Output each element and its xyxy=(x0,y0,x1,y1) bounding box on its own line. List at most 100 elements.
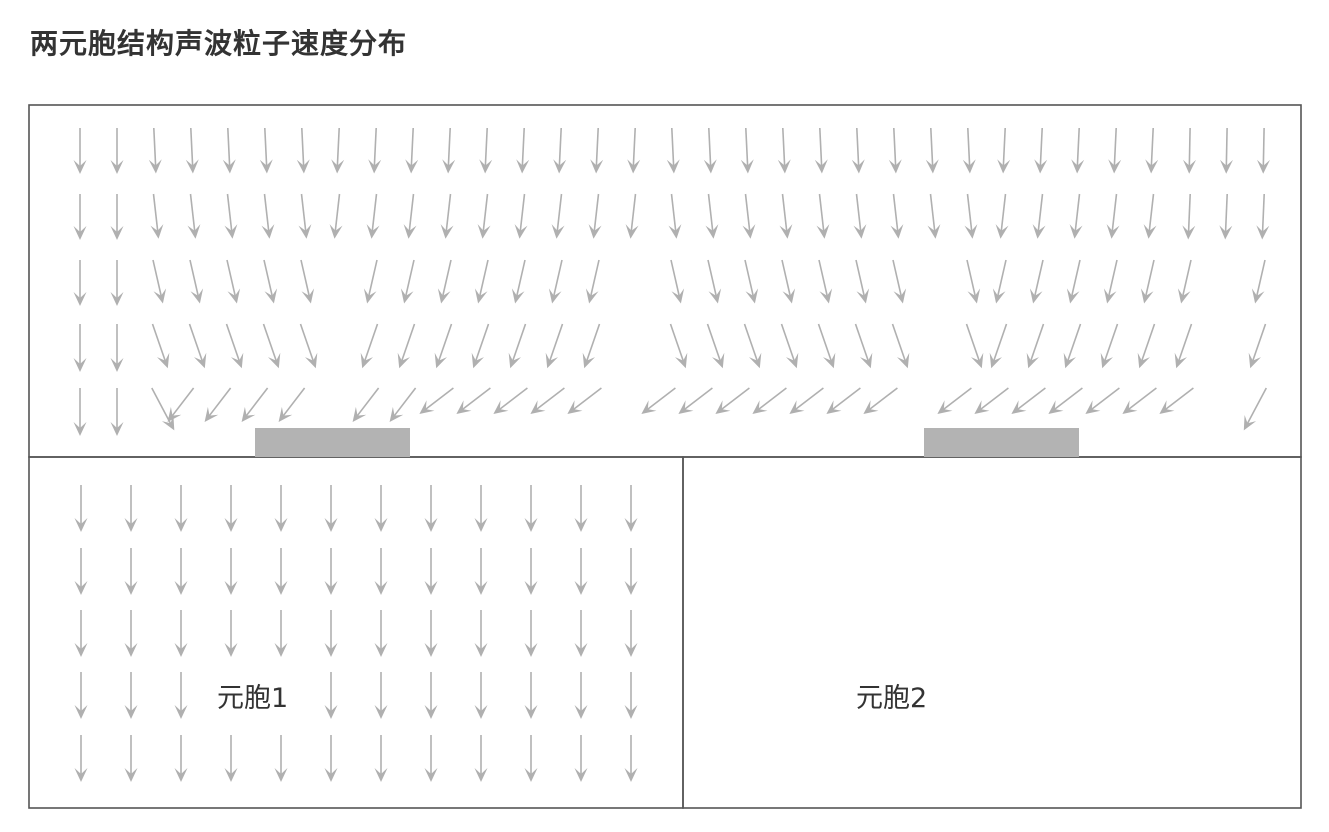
velocity-arrow xyxy=(274,548,288,595)
velocity-arrow xyxy=(1103,259,1118,304)
velocity-arrow xyxy=(1122,387,1157,414)
velocity-arrow xyxy=(352,387,380,422)
velocity-arrow xyxy=(493,387,528,414)
velocity-arrow xyxy=(715,387,750,414)
velocity-arrow xyxy=(1106,193,1120,239)
velocity-arrow xyxy=(374,548,388,595)
velocity-arrow xyxy=(366,193,380,239)
velocity-arrow xyxy=(74,548,88,595)
velocity-arrow xyxy=(224,548,238,595)
velocity-arrow xyxy=(324,610,338,657)
velocity-arrow xyxy=(174,548,188,595)
velocity-arrow xyxy=(204,387,232,422)
velocity-arrow xyxy=(419,387,454,414)
velocity-arrow xyxy=(1251,259,1266,304)
cell2-region xyxy=(682,456,1302,809)
velocity-arrow xyxy=(1071,127,1085,174)
velocity-arrow xyxy=(585,259,600,304)
velocity-arrow xyxy=(1183,127,1196,174)
velocity-arrow xyxy=(789,387,824,414)
velocity-arrow xyxy=(1219,193,1233,240)
velocity-arrow xyxy=(389,387,417,422)
velocity-arrow xyxy=(189,259,204,304)
velocity-arrow xyxy=(740,127,754,174)
velocity-arrow xyxy=(892,259,907,304)
velocity-arrow xyxy=(110,128,124,174)
velocity-arrow xyxy=(1182,193,1196,240)
velocity-arrow xyxy=(241,387,269,422)
velocity-arrow xyxy=(548,259,563,304)
velocity-arrow xyxy=(1145,127,1159,174)
velocity-arrow xyxy=(124,548,138,595)
velocity-arrow xyxy=(1108,127,1122,174)
velocity-arrow xyxy=(995,193,1009,239)
velocity-arrow xyxy=(553,127,567,174)
velocity-arrow xyxy=(574,485,588,532)
velocity-arrow xyxy=(1032,193,1046,239)
velocity-arrow xyxy=(1140,259,1155,304)
velocity-arrow xyxy=(174,610,188,657)
velocity-arrow xyxy=(590,127,604,174)
velocity-arrow xyxy=(508,323,527,369)
velocity-arrow xyxy=(863,387,898,414)
velocity-arrow xyxy=(514,193,528,239)
velocity-arrow xyxy=(743,323,762,369)
velocity-arrow xyxy=(324,485,338,532)
plate-right xyxy=(924,428,1079,457)
velocity-arrow xyxy=(1159,387,1194,414)
velocity-arrow xyxy=(1137,323,1156,369)
velocity-arrow xyxy=(405,127,419,174)
velocity-arrow xyxy=(1048,387,1083,414)
velocity-arrow xyxy=(110,388,124,436)
velocity-arrow xyxy=(814,127,828,174)
velocity-arrow xyxy=(666,127,680,174)
velocity-arrow xyxy=(174,735,188,782)
velocity-arrow xyxy=(324,548,338,595)
velocity-arrow xyxy=(274,485,288,532)
velocity-arrow xyxy=(224,610,238,657)
velocity-arrow xyxy=(668,193,682,239)
velocity-arrow xyxy=(703,127,717,174)
velocity-arrow xyxy=(965,323,984,369)
velocity-arrows xyxy=(73,127,1270,782)
velocity-arrow xyxy=(224,485,238,532)
velocity-arrow xyxy=(1034,127,1048,174)
plates xyxy=(255,428,1079,457)
velocity-arrow xyxy=(1085,387,1120,414)
velocity-arrow xyxy=(224,735,238,782)
velocity-arrow xyxy=(524,610,538,657)
velocity-arrow xyxy=(474,548,488,595)
velocity-arrow xyxy=(262,323,281,369)
velocity-arrow xyxy=(300,259,315,304)
velocity-arrow xyxy=(524,548,538,595)
velocity-arrow xyxy=(73,260,87,306)
velocity-arrow xyxy=(440,193,454,239)
velocity-arrow xyxy=(1143,193,1157,239)
velocity-arrow xyxy=(456,387,491,414)
velocity-arrow xyxy=(225,323,244,369)
velocity-arrow xyxy=(374,672,388,719)
velocity-arrow xyxy=(627,127,641,174)
velocity-arrow xyxy=(1011,387,1046,414)
velocity-arrow xyxy=(74,485,88,532)
velocity-arrow xyxy=(363,259,378,304)
velocity-arrow xyxy=(851,127,865,174)
velocity-arrow xyxy=(474,610,488,657)
velocity-arrow xyxy=(474,485,488,532)
velocity-arrow xyxy=(974,387,1009,414)
cell1-region xyxy=(28,456,684,809)
velocity-arrow xyxy=(1174,323,1193,369)
velocity-arrow xyxy=(545,323,564,369)
velocity-arrow xyxy=(424,548,438,595)
velocity-arrow xyxy=(524,735,538,782)
velocity-arrow xyxy=(625,193,639,239)
velocity-arrow xyxy=(551,193,565,239)
velocity-arrow xyxy=(188,323,207,369)
velocity-arrow xyxy=(74,735,88,782)
velocity-arrow xyxy=(705,193,719,239)
velocity-arrow xyxy=(624,485,638,532)
velocity-arrow xyxy=(400,259,415,304)
velocity-arrow xyxy=(1063,323,1082,369)
velocity-arrow xyxy=(992,259,1007,304)
velocity-arrow xyxy=(816,193,830,239)
